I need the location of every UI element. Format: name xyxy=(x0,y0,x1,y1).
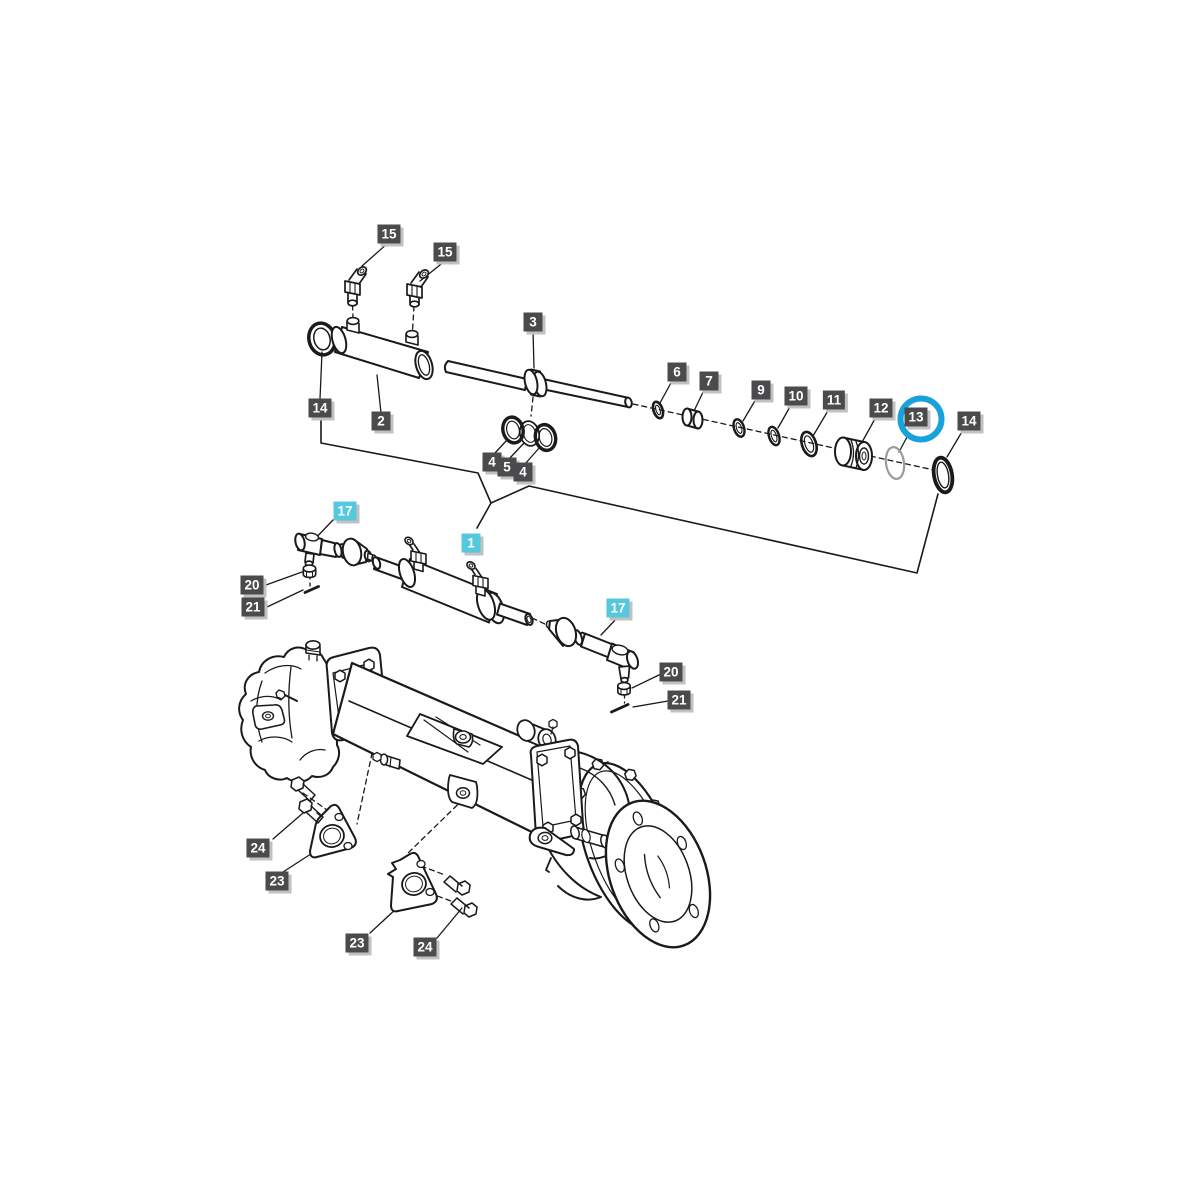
part-14-oring-right xyxy=(931,455,955,495)
part-6-oring xyxy=(651,400,665,420)
part-3-rod xyxy=(443,360,633,409)
part-callout-14[interactable]: 14 xyxy=(308,398,332,418)
part-24-bolts-left xyxy=(290,776,324,824)
part-24-bolts-bottom xyxy=(443,875,478,918)
part-callout-12[interactable]: 12 xyxy=(869,398,893,418)
part-9-oring xyxy=(732,418,746,438)
part-23-gasket-bottom xyxy=(387,851,438,913)
part-callout-13[interactable]: 13 xyxy=(904,407,928,427)
part-callout-2[interactable]: 2 xyxy=(371,411,391,431)
part-callout-10[interactable]: 10 xyxy=(784,386,808,406)
part-15-fitting-a xyxy=(344,266,368,307)
part-21-pin-left xyxy=(303,585,320,594)
part-callout-7[interactable]: 7 xyxy=(699,371,719,391)
part-17-tierod-right xyxy=(545,616,640,684)
part-1-cylinder-assembly xyxy=(371,536,534,626)
part-20-nut-right xyxy=(616,681,631,696)
part-2-cylinder xyxy=(330,316,434,381)
part-callout-23[interactable]: 23 xyxy=(265,871,289,891)
part-callout-15[interactable]: 15 xyxy=(433,242,457,262)
part-callout-17[interactable]: 17 xyxy=(333,501,357,521)
part-11-oring xyxy=(800,430,818,458)
part-callout-21[interactable]: 21 xyxy=(241,597,265,617)
part-7-bushing xyxy=(681,407,704,430)
part-callout-4[interactable]: 4 xyxy=(482,452,502,472)
front-axle-assembly xyxy=(238,639,712,949)
part-callout-11[interactable]: 11 xyxy=(822,390,846,410)
part-callout-14[interactable]: 14 xyxy=(957,411,981,431)
part-callout-4[interactable]: 4 xyxy=(513,462,533,482)
group-bracket-lines xyxy=(320,419,939,574)
part-20-nut-left xyxy=(302,564,317,579)
part-17-tierod-left xyxy=(294,532,377,567)
part-callout-3[interactable]: 3 xyxy=(523,312,543,332)
part-13-ring-greyed xyxy=(884,446,906,480)
highlight-ring xyxy=(897,395,945,443)
part-callout-21[interactable]: 21 xyxy=(667,690,691,710)
leader-lines xyxy=(265,242,964,939)
part-callout-24[interactable]: 24 xyxy=(413,937,437,957)
part-callout-17[interactable]: 17 xyxy=(606,598,630,618)
part-callout-20[interactable]: 20 xyxy=(240,575,264,595)
part-callout-6[interactable]: 6 xyxy=(667,362,687,382)
part-callout-9[interactable]: 9 xyxy=(751,380,771,400)
part-callout-1[interactable]: 1 xyxy=(461,533,481,553)
part-4-oring-a xyxy=(501,415,525,445)
part-callout-23[interactable]: 23 xyxy=(345,933,369,953)
part-4-oring-b xyxy=(533,422,558,453)
part-15-fitting-b xyxy=(406,269,430,308)
part-12-gland xyxy=(834,436,873,471)
part-21-pin-right xyxy=(610,703,630,714)
part-callout-5[interactable]: 5 xyxy=(497,457,517,477)
part-callout-15[interactable]: 15 xyxy=(377,224,401,244)
part-callout-24[interactable]: 24 xyxy=(246,838,270,858)
part-callout-20[interactable]: 20 xyxy=(659,662,683,682)
part-10-oring xyxy=(767,425,781,447)
